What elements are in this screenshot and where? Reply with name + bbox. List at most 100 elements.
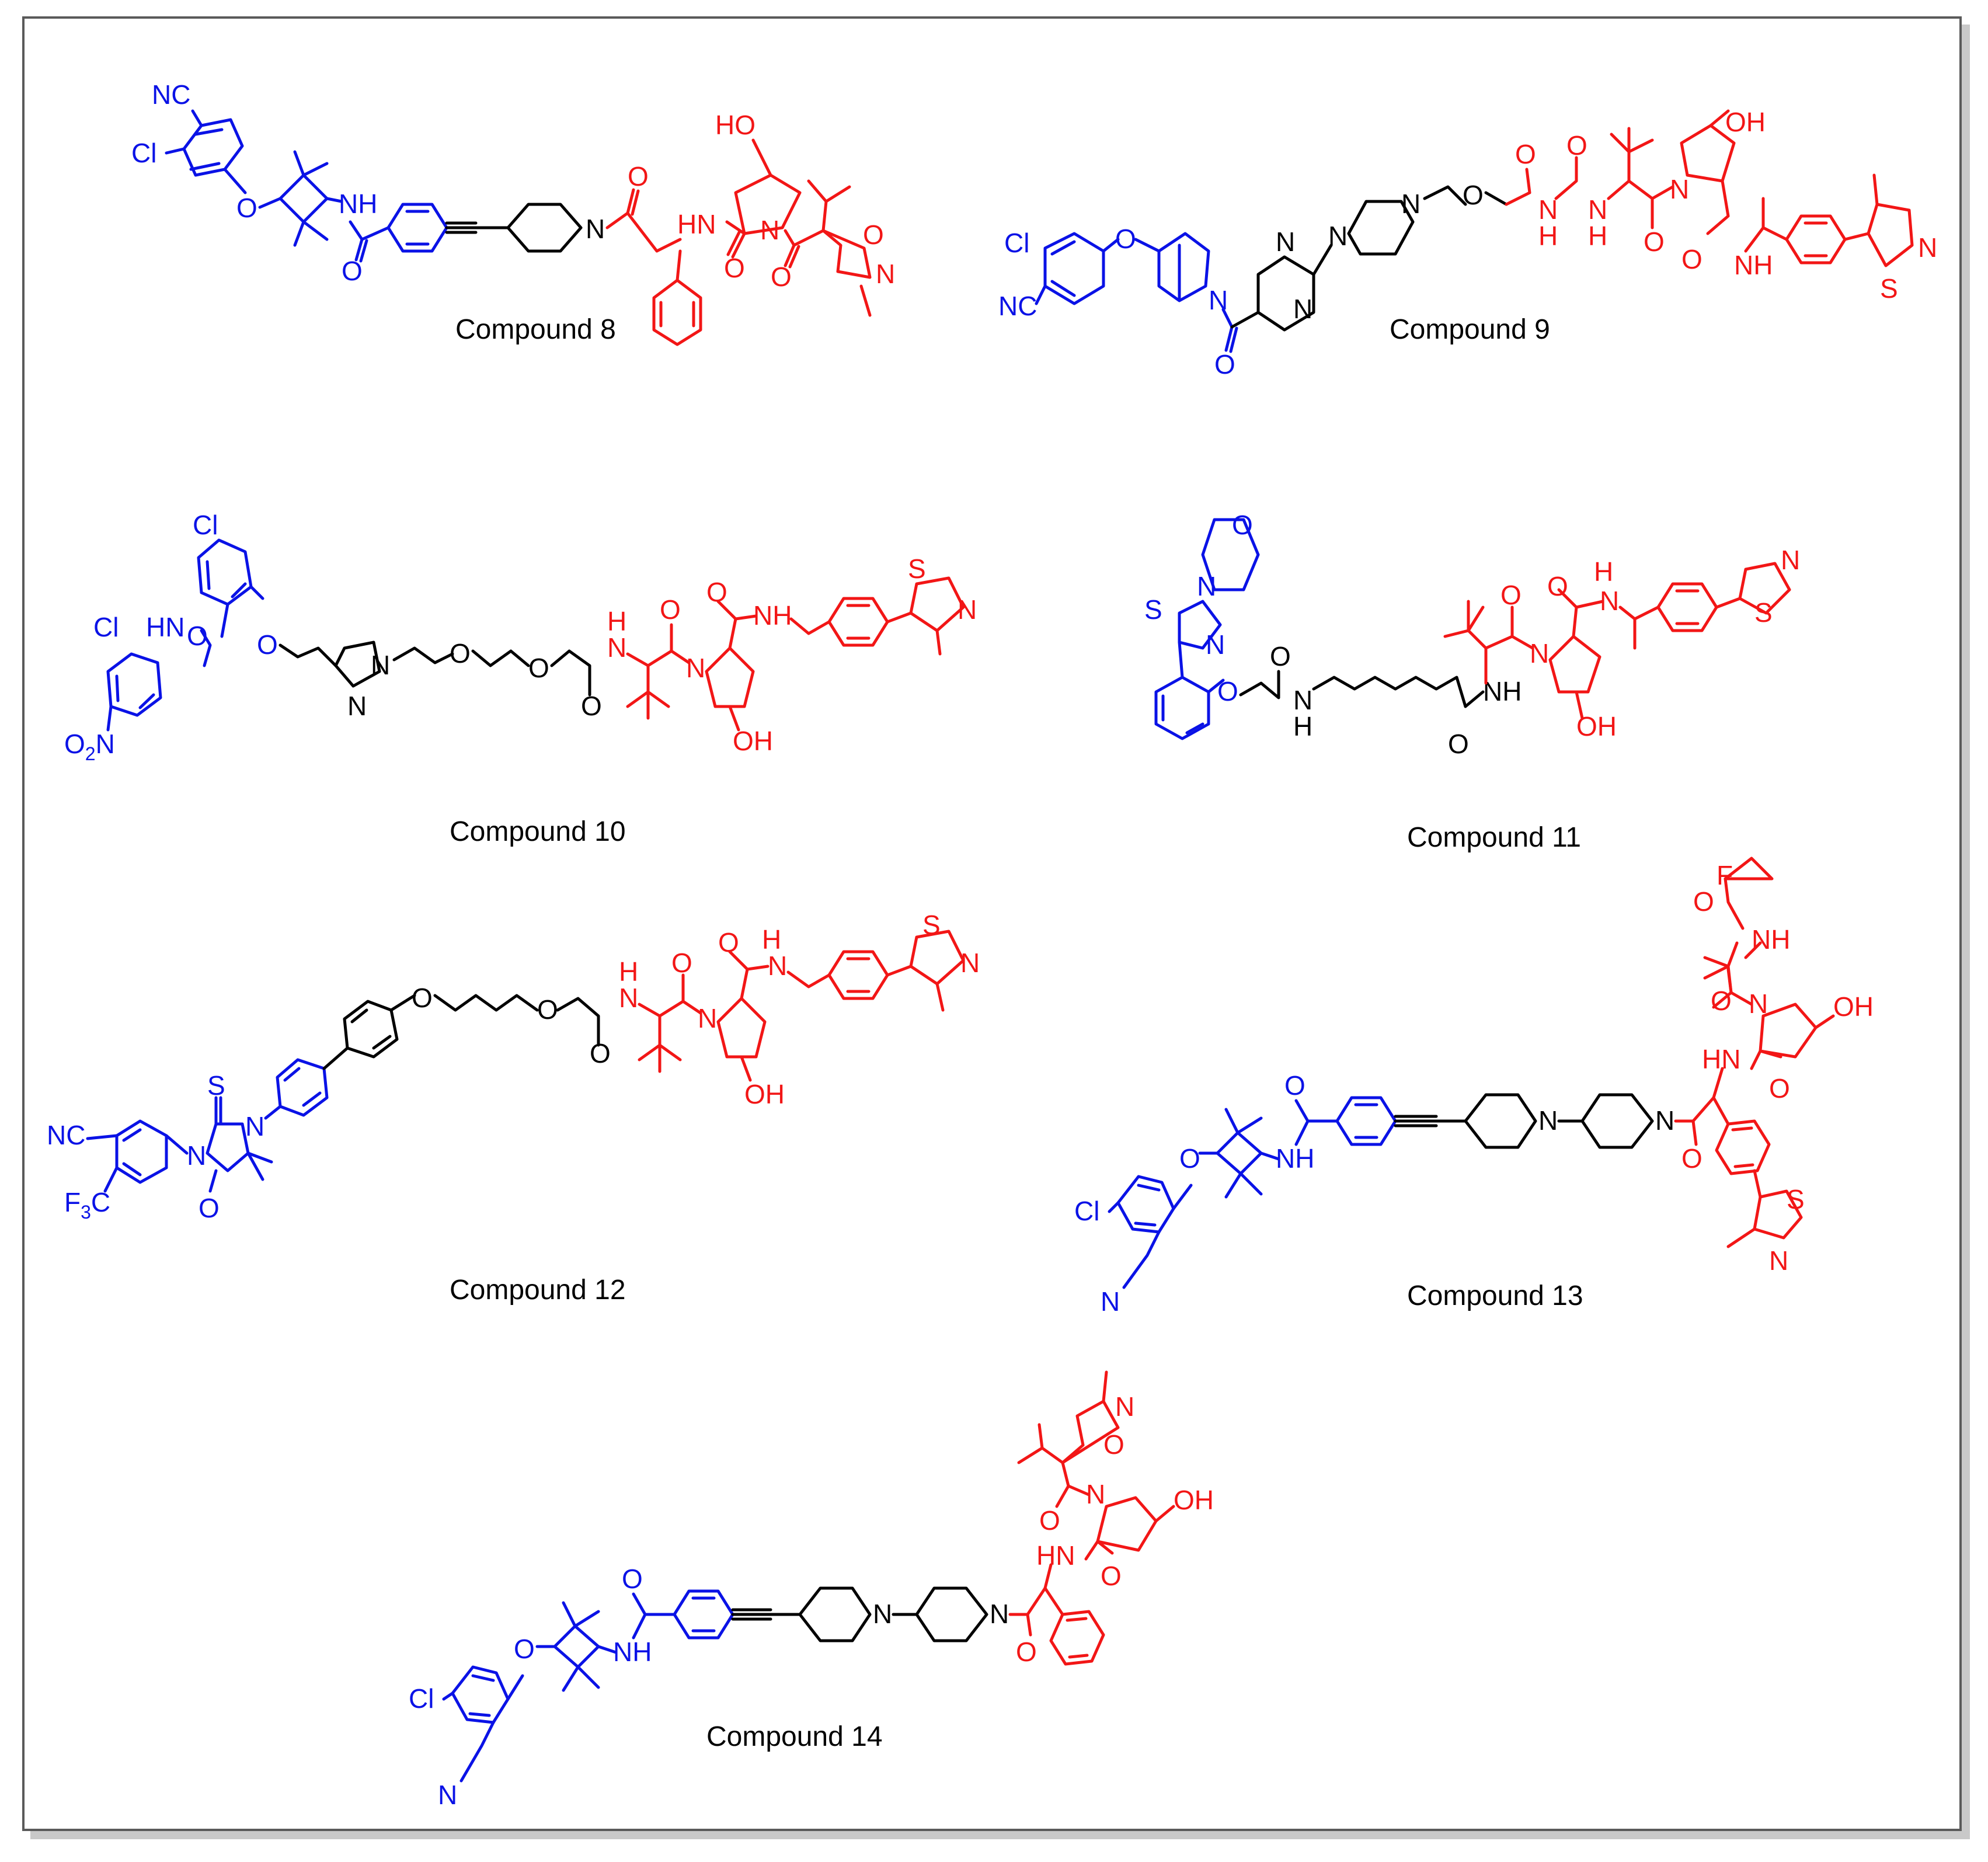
amide-nh-label: NH (753, 600, 792, 631)
pyrimidine-n-label: N (1293, 294, 1312, 324)
ether-o-label: O (236, 193, 257, 223)
isoxazole-n-label: N (1115, 1391, 1134, 1422)
compound-13-structure: Cl N O NH O N N (1074, 857, 1874, 1317)
thiazole-s-label: S (1144, 594, 1162, 625)
ether-o-label: O (1115, 224, 1136, 254)
compound-10-vhl-ligand: H N O N OH O NH S N (607, 554, 977, 756)
isoxazole-n-label: N (876, 259, 895, 289)
compound-14-caption: Compound 14 (706, 1721, 883, 1752)
piperidine-n-label: N (1538, 1105, 1558, 1136)
compound-14-linker: N N (769, 1586, 1009, 1642)
isoxazole-o-label: O (1103, 1429, 1124, 1460)
compound-8-caption: Compound 8 (455, 314, 616, 345)
chloro-label: Cl (409, 1683, 434, 1714)
amide-h-label: H (762, 924, 781, 955)
compound-8-vhl-ligand: O HN O HO N O O N (605, 110, 895, 346)
carbonyl-o-label: O (628, 161, 649, 192)
ether-o-label: O (537, 994, 558, 1025)
compound-10-caption: Compound 10 (450, 816, 626, 847)
triazole-n-label: N (371, 650, 390, 680)
hydantoin-n-label: N (245, 1111, 264, 1141)
compound-12-ar-ligand: NC F3C N S O N (47, 1058, 329, 1223)
nitrile-label: NC (47, 1120, 85, 1150)
hydantoin-n-label: N (187, 1140, 206, 1171)
amide-nh-label: NH (1734, 250, 1773, 280)
carbonyl-o-label: O (1448, 729, 1469, 759)
amide-h-label: H (1594, 556, 1613, 587)
carbonyl-o-label: O (1644, 227, 1665, 257)
ether-o-label: O (1217, 676, 1238, 706)
ether-o-label: O (412, 983, 433, 1013)
carbonyl-o-label: O (724, 253, 745, 283)
compound-9-vhl-ligand: O N H O N H O N OH O NH S N (1505, 107, 1937, 304)
pyrrolidine-n-label: N (760, 215, 779, 245)
compound-13-ar-ligand: Cl N O NH O (1074, 1070, 1438, 1317)
carbonyl-o-label: O (590, 1038, 611, 1069)
piperazine-n-label: N (1401, 189, 1421, 219)
amide-n-label: N (768, 951, 787, 981)
hydroxyl-label: HO (715, 110, 755, 140)
ether-o-label: O (514, 1634, 535, 1664)
compound-12-caption: Compound 12 (450, 1275, 626, 1306)
carbonyl-o-label: O (1515, 139, 1536, 169)
thiazole-n-label: N (1918, 232, 1937, 263)
compound-10-linker: N N O O O (278, 638, 602, 721)
compound-11-ar-ligand: O N S N O (1144, 510, 1260, 740)
thiazole-n-label: N (960, 948, 980, 978)
nitrile-label: NC (998, 291, 1037, 321)
compound-12-vhl-ligand: H N O N OH O H N S N (619, 910, 980, 1109)
pyrrolidine-n-label: N (1670, 174, 1689, 204)
carbonyl-o-label: O (1016, 1637, 1037, 1667)
ether-o-label: O (528, 653, 549, 683)
carbonyl-o-label: O (1101, 1561, 1122, 1591)
isoxazole-o-label: O (863, 220, 884, 250)
compound-12-structure: NC F3C N S O N O O (47, 910, 980, 1306)
carbonyl-o-label: O (1681, 1143, 1702, 1174)
carbonyl-o-label: O (1681, 244, 1702, 274)
thione-s-label: S (207, 1070, 225, 1101)
urea-n-label: N (1538, 194, 1558, 225)
nitrile-label: NC (152, 79, 190, 110)
amide-hn-label: HN (1702, 1044, 1740, 1074)
compound-14-ar-ligand: Cl N O NH O (409, 1564, 772, 1810)
figure-frame (22, 16, 1962, 1831)
ether-o-label: O (1179, 1143, 1200, 1174)
compound-9-ar-ligand: Cl NC O N O (998, 224, 1238, 380)
amide-n-label: N (619, 983, 638, 1013)
amide-h-label: H (619, 956, 638, 987)
piperazine-n-label: N (1328, 221, 1348, 251)
piperidine-n-label: N (1655, 1105, 1674, 1136)
amide-n-label: N (607, 632, 626, 663)
amide-hn-label: HN (146, 612, 184, 642)
thiazole-s-label: S (922, 910, 941, 940)
amide-nh-label: NH (1276, 1143, 1314, 1174)
compound-8-ar-ligand: NC Cl O NH O (131, 79, 478, 286)
compound-9-caption: Compound 9 (1390, 314, 1550, 345)
compound-12-linker: O O O (322, 983, 611, 1070)
carbonyl-o-label: O (1284, 1070, 1305, 1101)
amide-nh-label: NH (613, 1637, 652, 1667)
amide-nh-label: NH (1483, 676, 1522, 706)
carbonyl-o-label: O (671, 948, 692, 978)
carbonyl-o-label: O (1566, 130, 1587, 161)
carbonyl-o-label: O (1711, 986, 1732, 1016)
amide-nh-label: NH (1752, 924, 1790, 955)
ether-o-label: O (450, 638, 471, 669)
thiazole-n-label: N (1206, 629, 1225, 660)
carbonyl-o-label: O (1500, 580, 1522, 610)
trifluoromethyl-label: F3C (64, 1187, 110, 1223)
hydroxyl-label: OH (1725, 107, 1766, 137)
carbonyl-o-label: O (1693, 886, 1714, 917)
urea-n-label: N (1588, 194, 1607, 225)
carbonyl-o-label: O (1039, 1505, 1060, 1536)
compound-8-structure: NC Cl O NH O N (131, 79, 895, 346)
carbonyl-o-label: O (1547, 571, 1568, 601)
carbonyl-o-label: O (660, 594, 681, 625)
nitrile-n-label: N (438, 1780, 457, 1810)
thiazole-n-label: N (1781, 545, 1800, 575)
carbonyl-o-label: O (1270, 641, 1291, 671)
hydroxyl-label: OH (1174, 1485, 1214, 1515)
ether-o-label: O (1463, 180, 1484, 210)
amide-nh-label: NH (339, 189, 377, 219)
compound-13-vhl-ligand: O HN S N O N OH O NH O F (1674, 857, 1874, 1276)
